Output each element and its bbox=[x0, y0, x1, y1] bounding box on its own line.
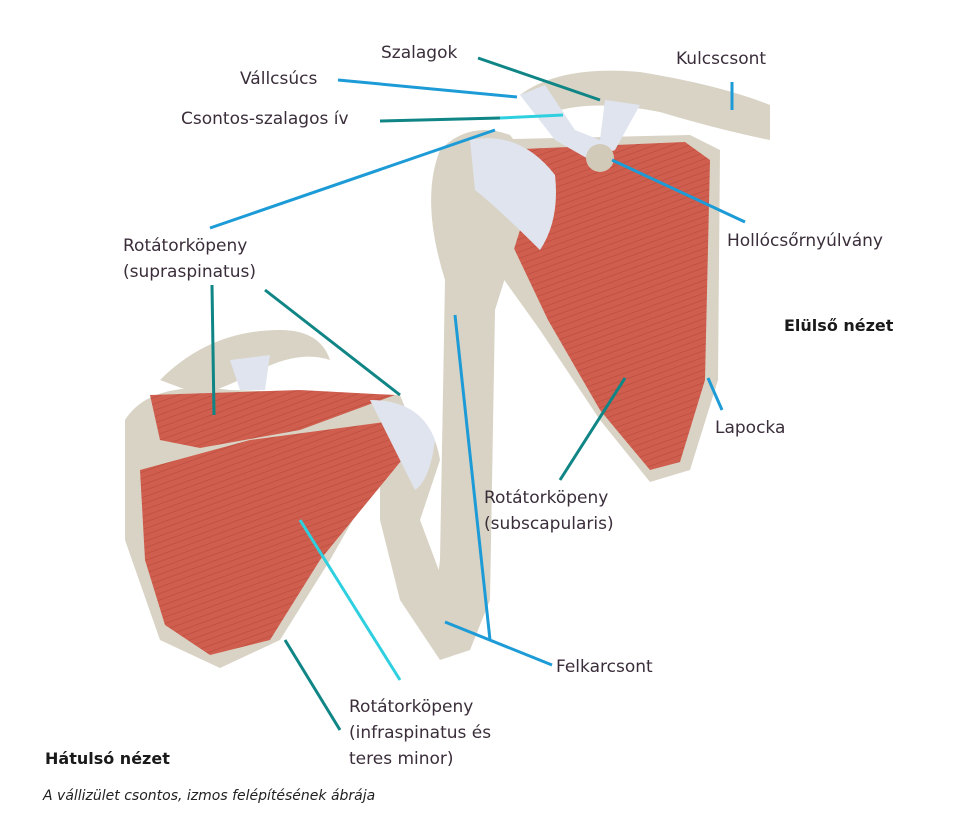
label-hollocsornyulvany: Hollócsőrnyúlvány bbox=[727, 231, 883, 251]
label-supraspinatus-line2: (supraspinatus) bbox=[123, 262, 256, 282]
coracoid-process bbox=[586, 144, 614, 172]
leader-subscapularis bbox=[558, 377, 627, 481]
label-subscapularis-line2: (subscapularis) bbox=[484, 514, 614, 534]
leader-felkarcsont-1 bbox=[453, 314, 492, 641]
figure-caption: A vállizület csontos, izmos felépítéséne… bbox=[43, 788, 376, 804]
front-view bbox=[430, 70, 770, 650]
ligaments-front bbox=[520, 85, 640, 160]
leader-supraspinatus-back-2 bbox=[264, 288, 401, 397]
label-supraspinatus-line1: Rotátorköpeny bbox=[123, 236, 248, 256]
label-infraspinatus: Rotátorköpeny (infraspinatus és teres mi… bbox=[349, 694, 491, 772]
label-supraspinatus: Rotátorköpeny (supraspinatus) bbox=[123, 233, 256, 285]
ligament-back-top bbox=[230, 355, 270, 390]
label-subscapularis: Rotátorköpeny (subscapularis) bbox=[484, 485, 614, 537]
label-infraspinatus-line1: Rotátorköpeny bbox=[349, 697, 474, 717]
label-vallcsucs: Vállcsúcs bbox=[240, 69, 318, 89]
leader-szalagok bbox=[477, 56, 601, 102]
supraspinatus-muscle bbox=[150, 390, 395, 448]
leader-csontos bbox=[379, 116, 501, 123]
label-felkarcsont: Felkarcsont bbox=[556, 657, 653, 677]
subscapularis-muscle bbox=[500, 142, 710, 470]
infraspinatus-muscle bbox=[140, 420, 410, 655]
rotator-cuff-ligament-back bbox=[370, 400, 435, 490]
leader-infraspinatus-2 bbox=[283, 639, 342, 731]
label-hatulso-nezet: Hátulsó nézet bbox=[45, 749, 170, 768]
leader-supraspinatus-front bbox=[209, 128, 496, 230]
leader-infraspinatus-1 bbox=[298, 519, 402, 681]
humerus-back bbox=[380, 415, 470, 660]
leader-lines bbox=[209, 56, 746, 731]
leader-csontos-2 bbox=[499, 113, 564, 120]
leader-lapocka bbox=[706, 377, 724, 411]
leader-vallcsucs bbox=[337, 78, 518, 99]
label-infraspinatus-line3: teres minor) bbox=[349, 749, 454, 769]
label-csontos-szalagos-iv: Csontos-szalagos ív bbox=[181, 109, 349, 129]
leader-felkarcsont-2 bbox=[444, 620, 553, 667]
label-lapocka: Lapocka bbox=[715, 418, 786, 438]
humeral-head-ligament bbox=[470, 138, 556, 250]
leader-hollocsor bbox=[611, 158, 746, 224]
label-szalagok: Szalagok bbox=[381, 43, 458, 63]
back-view bbox=[125, 330, 470, 668]
humerus-front bbox=[430, 130, 528, 650]
label-subscapularis-line1: Rotátorköpeny bbox=[484, 488, 609, 508]
clavicle bbox=[520, 70, 770, 140]
label-kulcscsont: Kulcscsont bbox=[676, 49, 767, 69]
label-elulso-nezet: Elülső nézet bbox=[784, 316, 894, 335]
label-infraspinatus-line2: (infraspinatus és bbox=[349, 723, 492, 743]
leader-supraspinatus-back-1 bbox=[210, 284, 216, 416]
